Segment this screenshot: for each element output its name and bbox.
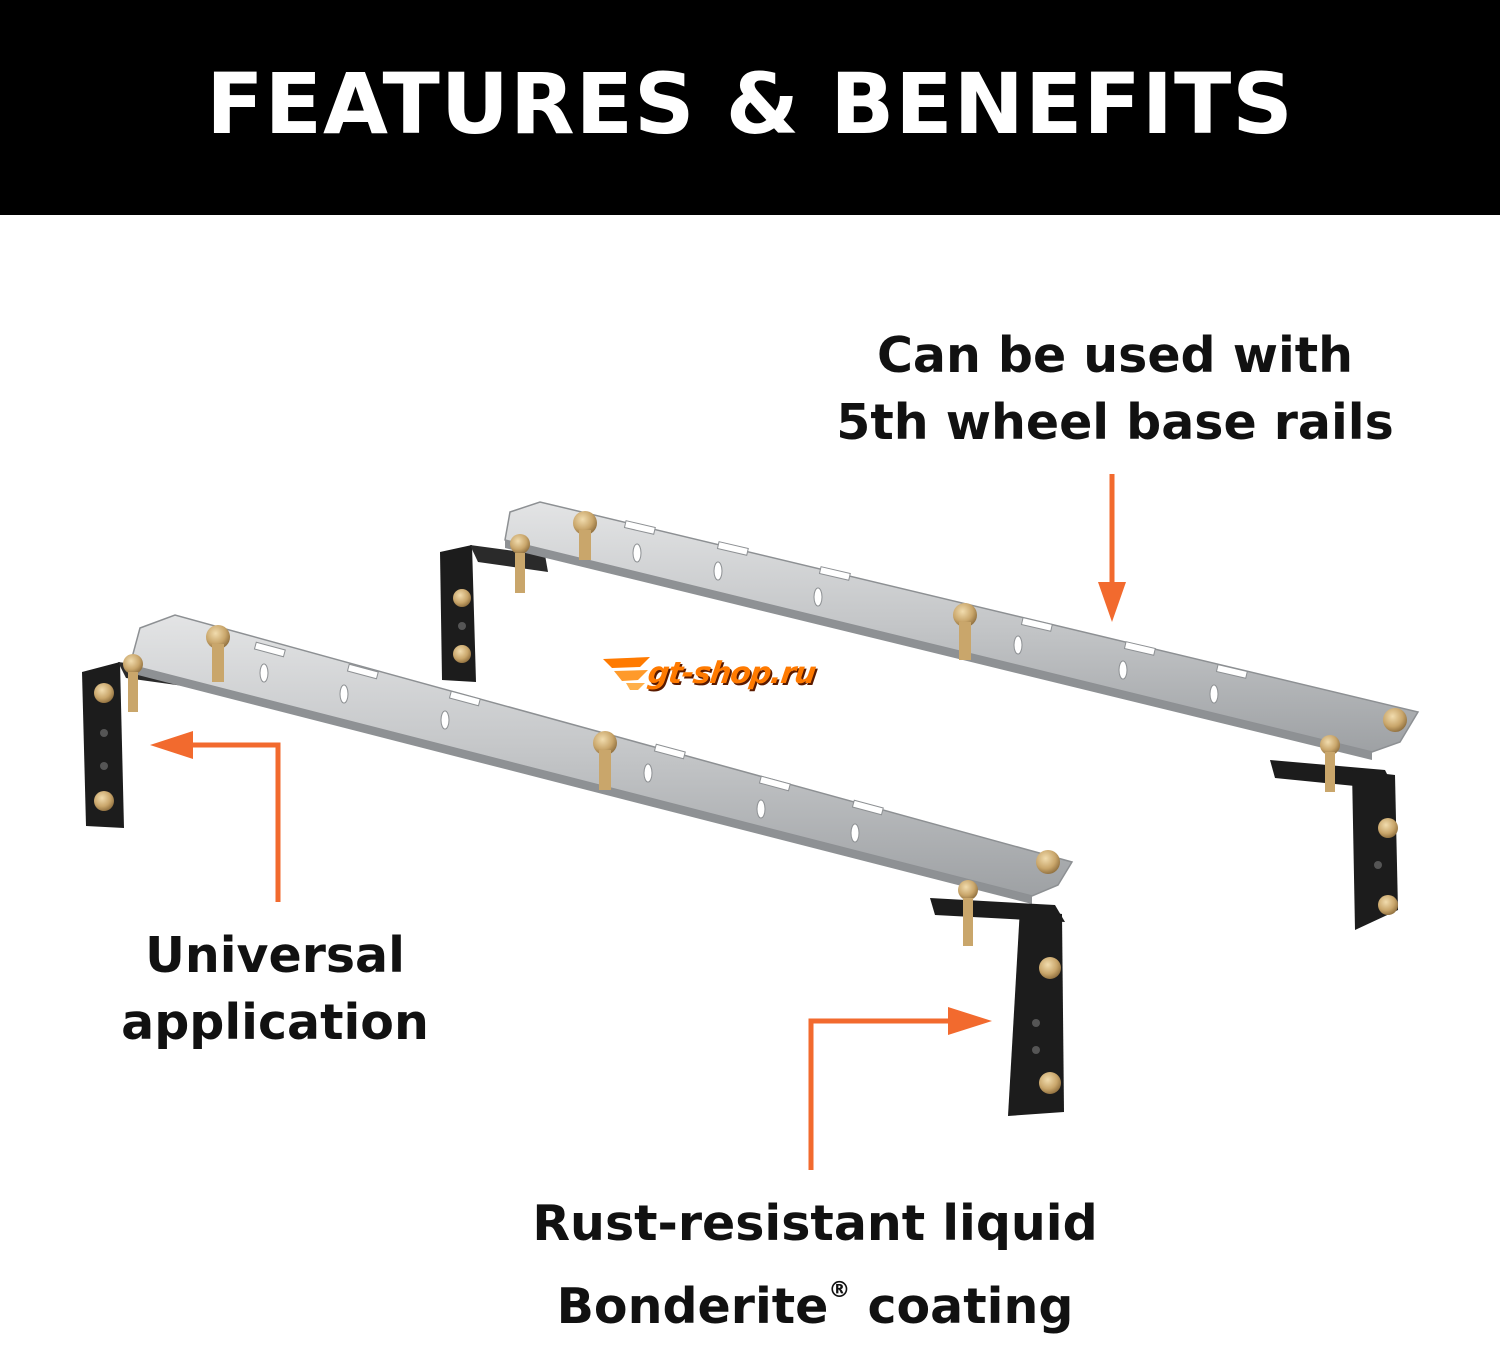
callout-text: coating	[850, 1278, 1074, 1335]
watermark: gt-shop.ru	[645, 652, 818, 694]
callout-line: application	[121, 994, 429, 1051]
front-rail-assembly	[82, 614, 1074, 1116]
bolt	[453, 589, 471, 607]
bolt	[1036, 850, 1060, 874]
watermark-text: gt-shop.ru	[645, 655, 818, 691]
front-left-bracket	[82, 662, 124, 828]
callout-line: Bonderite® coating	[470, 1257, 1160, 1340]
bolt	[1039, 1072, 1061, 1094]
bolt	[1378, 818, 1398, 838]
callout-coating: Rust-resistant liquid Bonderite® coating	[470, 1190, 1160, 1340]
back-right-bracket	[1352, 770, 1398, 930]
bolt	[1378, 895, 1398, 915]
bolt	[123, 654, 143, 674]
callout-line: Rust-resistant liquid	[532, 1195, 1098, 1252]
bolt	[206, 625, 230, 649]
callout-universal: Universal application	[70, 922, 480, 1056]
bolt	[94, 791, 114, 811]
bolt	[593, 731, 617, 755]
arrow-bottom	[808, 1007, 992, 1170]
callout-line: Can be used with	[876, 327, 1354, 384]
callout-line: Universal	[145, 927, 405, 984]
bolt	[958, 880, 978, 900]
bolt	[510, 534, 530, 554]
bolt	[94, 683, 114, 703]
back-rail-assembly	[440, 501, 1420, 930]
bolt	[953, 603, 977, 627]
arrow-left	[150, 731, 281, 902]
registered-mark: ®	[828, 1278, 851, 1303]
bolt	[573, 511, 597, 535]
arrow-top	[1098, 474, 1126, 622]
header-bar: FEATURES & BENEFITS	[0, 0, 1500, 215]
callout-line: 5th wheel base rails	[836, 394, 1394, 451]
watermark-flame	[603, 657, 650, 690]
bolt	[1320, 735, 1340, 755]
page-title: FEATURES & BENEFITS	[206, 54, 1294, 153]
callout-text: Bonderite	[556, 1278, 829, 1335]
callout-base-rails: Can be used with 5th wheel base rails	[800, 322, 1430, 456]
bolt	[1039, 957, 1061, 979]
bolt	[453, 645, 471, 663]
bolt	[1383, 708, 1407, 732]
